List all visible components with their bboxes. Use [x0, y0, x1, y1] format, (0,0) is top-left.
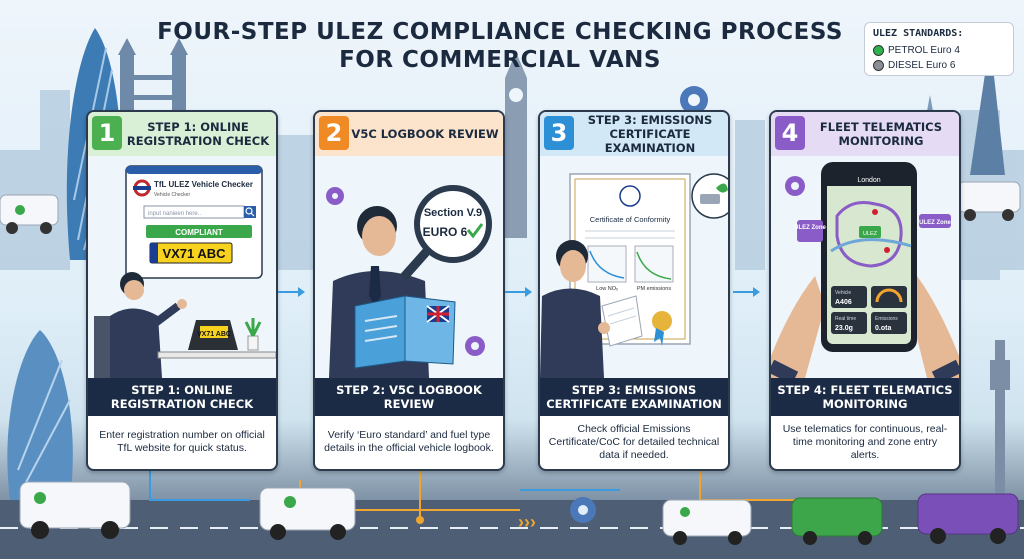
- step-description: Verify ‘Euro standard’ and fuel type det…: [324, 429, 494, 454]
- euro-standard: EURO 6: [423, 225, 468, 239]
- compliant-badge: [146, 225, 252, 238]
- tile1-value: A406: [835, 299, 852, 306]
- step-title-band: STEP 3: EMISSIONS CERTIFICATE EXAMINATIO…: [540, 378, 728, 416]
- step-header: 3 STEP 3: EMISSIONS CERTIFICATE EXAMINAT…: [540, 112, 728, 156]
- zone-right-label: ULEZ Zone: [919, 220, 951, 226]
- step-heading: STEP 1: ONLINE REGISTRATION CHECK: [126, 120, 270, 148]
- step-illustration: TfL ULEZ Vehicle Checker Vehicle Checker…: [88, 156, 276, 378]
- tile2-value: 23.0g: [835, 325, 853, 332]
- magnifier-icon: [414, 185, 492, 263]
- legend-title: ULEZ STANDARDS:: [873, 28, 964, 39]
- step-heading: STEP 3: EMISSIONS CERTIFICATE EXAMINATIO…: [587, 113, 713, 155]
- step-card-4: 4 FLEET TELEMATICS MONITORING London: [769, 110, 961, 471]
- step-title-band: STEP 1: ONLINE REGISTRATION CHECK: [88, 378, 276, 416]
- step-card-2: 2 V5C LOGBOOK REVIEW: [313, 110, 505, 471]
- step-heading: FLEET TELEMATICS MONITORING: [819, 120, 943, 148]
- step-description: Use telematics for continuous, real-time…: [782, 422, 948, 461]
- green-dot-icon: [873, 44, 884, 56]
- certificate-title: Certificate of Conformity: [590, 215, 671, 224]
- arrow-right-icon: [278, 287, 305, 297]
- page-title: FOUR-STEP ULEZ COMPLIANCE CHECKING PROCE…: [157, 19, 843, 73]
- laptop-plate: VX71 ABC: [197, 331, 231, 338]
- shard-tower-icon: [970, 40, 1005, 175]
- step-number: 4: [775, 116, 805, 150]
- telematics-illustration: London ULEZ Vehicle A406 Real time 23.0g…: [771, 156, 959, 385]
- step-header: 2 V5C LOGBOOK REVIEW: [315, 112, 503, 156]
- search-icon: [245, 207, 253, 215]
- van-marker: [859, 226, 881, 238]
- step-illustration: London ULEZ Vehicle A406 Real time 23.0g…: [771, 156, 959, 385]
- tile1-label: Vehicle: [835, 290, 851, 296]
- chevron-right-icon: ›››: [518, 512, 536, 532]
- step-card-1: 1 STEP 1: ONLINE REGISTRATION CHECK TfL …: [86, 110, 278, 471]
- section-label: Section V.9: [424, 207, 482, 219]
- step-heading: V5C LOGBOOK REVIEW: [351, 127, 499, 141]
- van-icon: [0, 194, 59, 234]
- ulez-boundary: [835, 201, 903, 268]
- zone-center-label: ULEZ: [863, 231, 878, 237]
- chart-label-nox: Low NOₓ: [596, 286, 618, 292]
- tile3-label: Emissions: [875, 316, 898, 322]
- step-number: 2: [319, 116, 349, 150]
- legend-item-diesel: DIESEL Euro 6: [873, 58, 955, 72]
- chart-label-pm: PM emissions: [637, 286, 671, 292]
- step-number: 3: [544, 116, 574, 150]
- site-subtitle: Vehicle Checker: [154, 192, 190, 198]
- arrow-right-icon: [733, 287, 760, 297]
- logbook-review-illustration: Section V.9 EURO 6: [315, 156, 503, 378]
- ulez-standards-legend: ULEZ STANDARDS: PETROL Euro 4 DIESEL Eur…: [864, 22, 1014, 76]
- crest-icon: [619, 185, 641, 207]
- step-illustration: Section V.9 EURO 6: [315, 156, 503, 378]
- certificate-illustration: Certificate of Conformity Low NOₓ PM emi…: [540, 156, 728, 378]
- legend-item-petrol: PETROL Euro 4: [873, 43, 960, 57]
- step-description: Check official Emissions Certificate/CoC…: [548, 422, 720, 461]
- number-plate: VX71 ABC: [162, 246, 226, 261]
- clock-tower-icon: [505, 78, 527, 238]
- step-description: Enter registration number on official Tf…: [99, 429, 265, 454]
- legend-item-label: PETROL Euro 4: [888, 44, 960, 56]
- step-card-3: 3 STEP 3: EMISSIONS CERTIFICATE EXAMINAT…: [538, 110, 730, 471]
- zone-left-label: ULEZ Zone: [794, 225, 826, 231]
- map-city-label: London: [857, 177, 880, 184]
- gauge-icon: [875, 288, 903, 303]
- step-number: 1: [92, 116, 122, 150]
- arrow-right-icon: [505, 287, 532, 297]
- step-illustration: Certificate of Conformity Low NOₓ PM emi…: [540, 156, 728, 378]
- step-header: 1 STEP 1: ONLINE REGISTRATION CHECK: [88, 112, 276, 156]
- gear-icon: [570, 86, 708, 523]
- grey-dot-icon: [873, 59, 884, 71]
- registration-input-placeholder: input nanieen here..: [148, 211, 201, 217]
- seal-icon: [652, 311, 672, 331]
- legend-item-label: DIESEL Euro 6: [888, 59, 956, 71]
- step-title-band: STEP 4: FLEET TELEMATICS MONITORING: [771, 378, 959, 416]
- tile3-value: 0.ota: [875, 325, 891, 332]
- step-title-band: STEP 2: V5C LOGBOOK REVIEW: [315, 378, 503, 416]
- compliance-status: COMPLIANT: [175, 228, 223, 237]
- online-check-illustration: TfL ULEZ Vehicle Checker Vehicle Checker…: [88, 156, 276, 378]
- step-header: 4 FLEET TELEMATICS MONITORING: [771, 112, 959, 156]
- site-title: TfL ULEZ Vehicle Checker: [154, 180, 253, 189]
- check-icon: [466, 223, 484, 239]
- tile2-label: Real time: [835, 316, 856, 322]
